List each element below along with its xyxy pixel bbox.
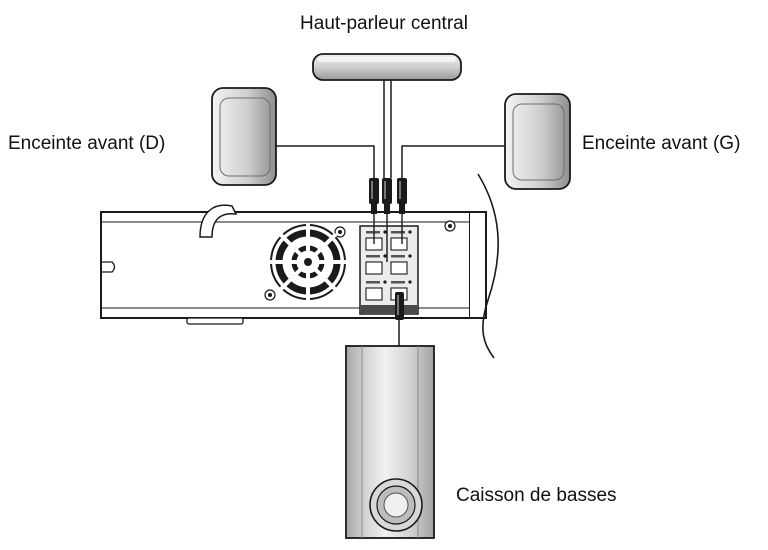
- subwoofer-plug: [395, 292, 404, 346]
- cooling-fan: [269, 223, 347, 301]
- speaker-terminal-panel: [359, 225, 419, 315]
- speaker-plugs: [369, 178, 407, 262]
- front-left-speaker-label: Enceinte avant (G): [582, 133, 741, 154]
- center-speaker: [312, 53, 462, 81]
- subwoofer: [345, 345, 435, 539]
- front-right-speaker-label: Enceinte avant (D): [8, 133, 166, 154]
- subwoofer-label: Caisson de basses: [456, 485, 617, 506]
- speaker-wires: [276, 80, 505, 178]
- center-speaker-label: Haut-parleur central: [300, 13, 468, 34]
- front-right-speaker: [211, 87, 277, 186]
- front-left-speaker: [504, 93, 571, 190]
